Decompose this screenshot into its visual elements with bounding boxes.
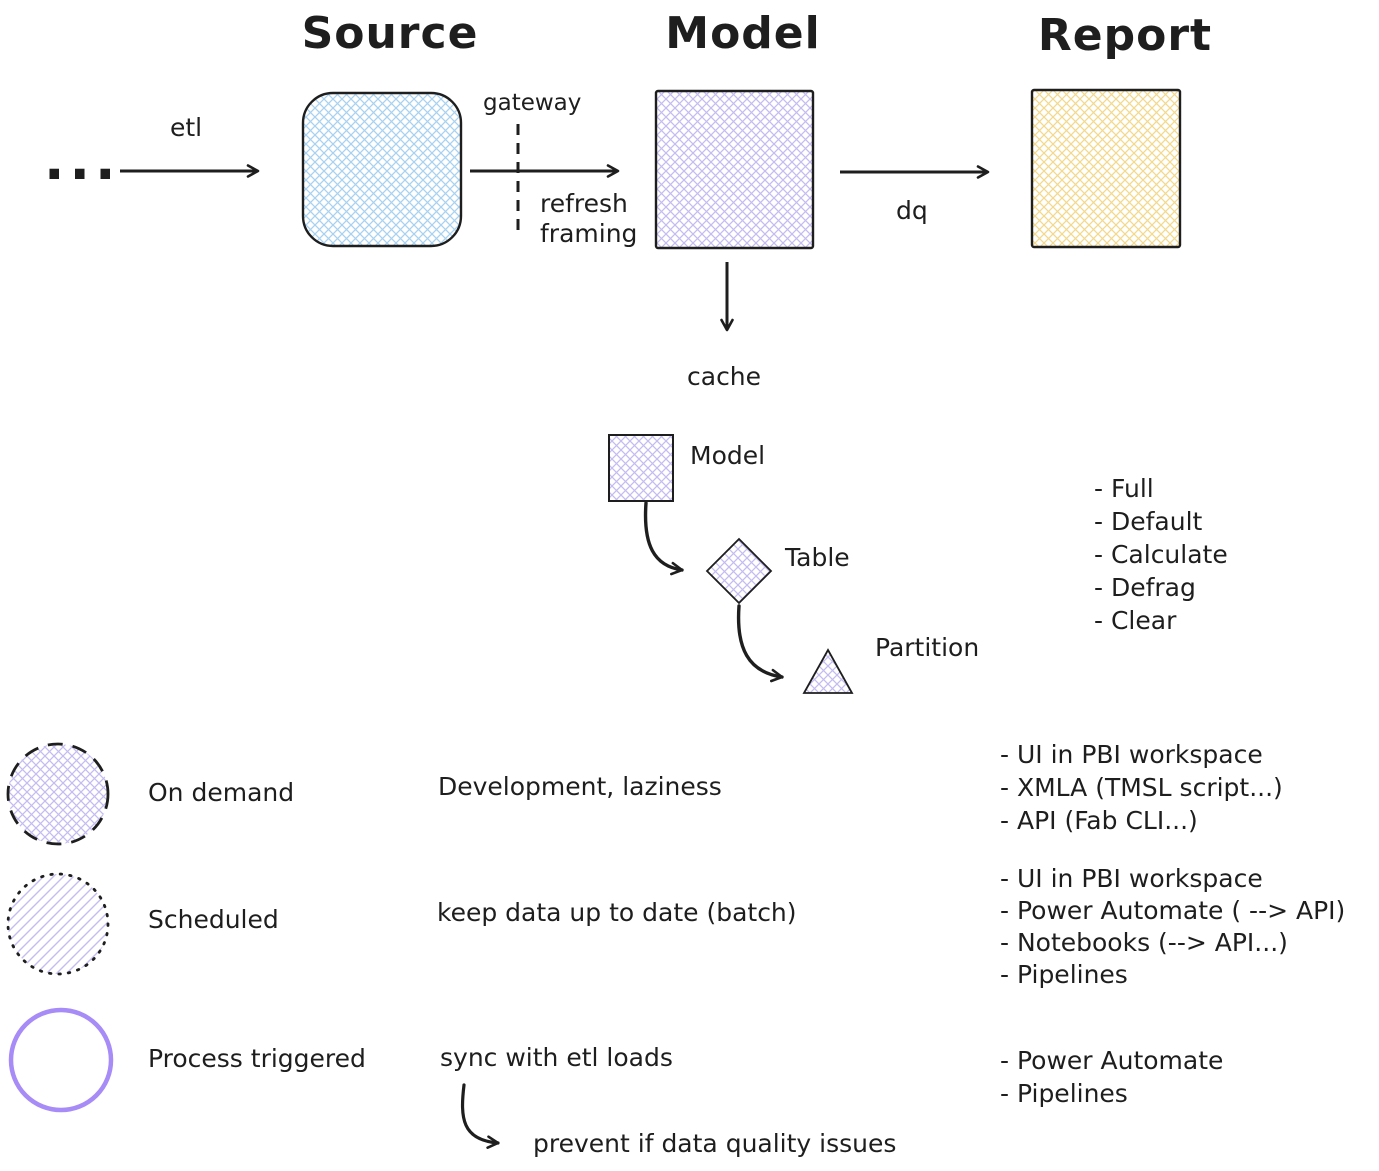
process-triggered-purpose: sync with etl loads	[440, 1043, 673, 1072]
partition-node	[802, 648, 854, 694]
model-header: Model	[665, 8, 821, 59]
list-item: - Default	[1094, 507, 1203, 536]
source-node	[301, 91, 463, 248]
table-node	[705, 537, 773, 605]
list-item: - Clear	[1094, 606, 1177, 635]
scheduled-methods-list: - UI in PBI workspace - Power Automate (…	[1000, 863, 1345, 991]
source-ellipsis: ...	[44, 129, 121, 192]
cache-model-node	[608, 434, 674, 502]
list-item: - Full	[1094, 474, 1154, 503]
dq-label: dq	[896, 196, 928, 225]
cache-model-label: Model	[690, 441, 766, 470]
gateway-label: gateway	[483, 90, 582, 116]
list-item: - UI in PBI workspace	[1000, 864, 1263, 893]
process-triggered-methods-list: - Power Automate - Pipelines	[1000, 1044, 1223, 1110]
on-demand-label: On demand	[148, 778, 295, 807]
report-node	[1030, 88, 1182, 249]
partition-label: Partition	[875, 633, 980, 662]
report-header: Report	[1037, 10, 1213, 61]
prevent-note: prevent if data quality issues	[533, 1129, 897, 1158]
model-table-arrow	[643, 501, 684, 576]
on-demand-methods-list: - UI in PBI workspace - XMLA (TMSL scrip…	[1000, 738, 1283, 837]
list-item: - Calculate	[1094, 540, 1228, 569]
source-header: Source	[301, 8, 479, 59]
etl-label: etl	[170, 113, 203, 142]
scheduled-purpose: keep data up to date (batch)	[437, 898, 797, 927]
list-item: - Notebooks (--> API...)	[1000, 928, 1288, 957]
cache-label: cache	[687, 362, 762, 391]
list-item: - API (Fab CLI...)	[1000, 806, 1198, 835]
legend-process-triggered-swatch	[8, 1007, 114, 1113]
scheduled-label: Scheduled	[148, 905, 279, 934]
list-item: - Power Automate	[1000, 1046, 1224, 1075]
table-partition-arrow	[736, 604, 784, 683]
on-demand-purpose: Development, laziness	[438, 772, 722, 801]
prevent-arrow	[460, 1083, 500, 1149]
list-item: - Pipelines	[1000, 1079, 1128, 1108]
table-label: Table	[785, 543, 850, 572]
legend-on-demand-swatch	[6, 742, 110, 846]
process-triggered-label: Process triggered	[148, 1044, 366, 1073]
refresh-types-list: - Full - Default - Calculate - Defrag - …	[1094, 472, 1228, 637]
list-item: - UI in PBI workspace	[1000, 740, 1263, 769]
refresh-framing-label: refresh framing	[540, 189, 638, 248]
list-item: - Defrag	[1094, 573, 1196, 602]
list-item: - Power Automate ( --> API)	[1000, 896, 1346, 925]
list-item: - Pipelines	[1000, 960, 1128, 989]
model-node	[654, 89, 815, 250]
list-item: - XMLA (TMSL script...)	[1000, 773, 1283, 802]
legend-scheduled-swatch	[6, 872, 110, 976]
